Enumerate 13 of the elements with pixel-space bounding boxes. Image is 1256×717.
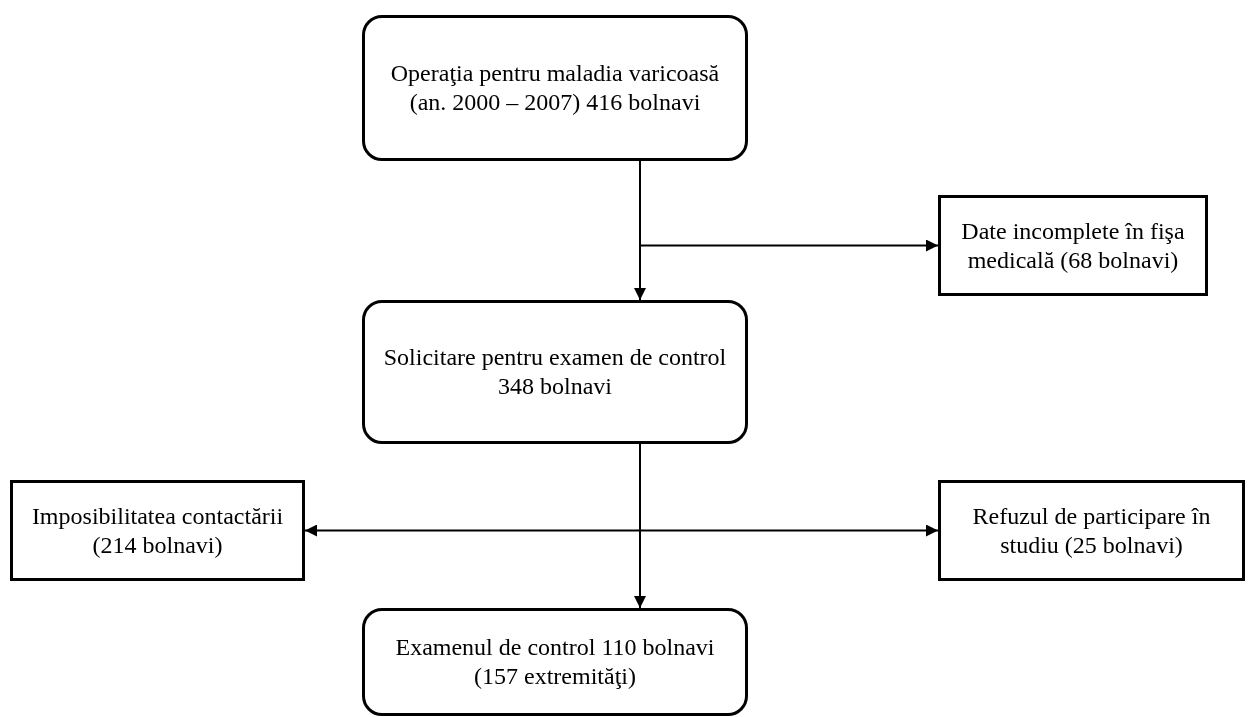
process-box bbox=[362, 15, 748, 161]
exclusion-box bbox=[938, 480, 1245, 581]
box-text: Operaţia pentru maladia varicoasă (an. 2000 – 2007) 416 bolnavi bbox=[389, 59, 721, 117]
exclusion-box bbox=[10, 480, 305, 581]
arrow bbox=[634, 443, 646, 609]
process-box bbox=[362, 300, 748, 444]
exclusion-box bbox=[938, 195, 1208, 296]
box-text: Refuzul de participare în studiu (25 bolnavi) bbox=[971, 501, 1212, 560]
box-text: Date incomplete în fişa medicală (68 bolnavi) bbox=[960, 216, 1186, 275]
box-text: Imposibilitatea contactării (214 bolnavi) bbox=[30, 501, 285, 560]
box-text: Solicitare pentru examen de control 348 bolnavi bbox=[382, 343, 728, 401]
process-box bbox=[362, 608, 748, 716]
box-text: Examenul de control 110 bolnavi (157 extremităţi) bbox=[394, 633, 716, 691]
